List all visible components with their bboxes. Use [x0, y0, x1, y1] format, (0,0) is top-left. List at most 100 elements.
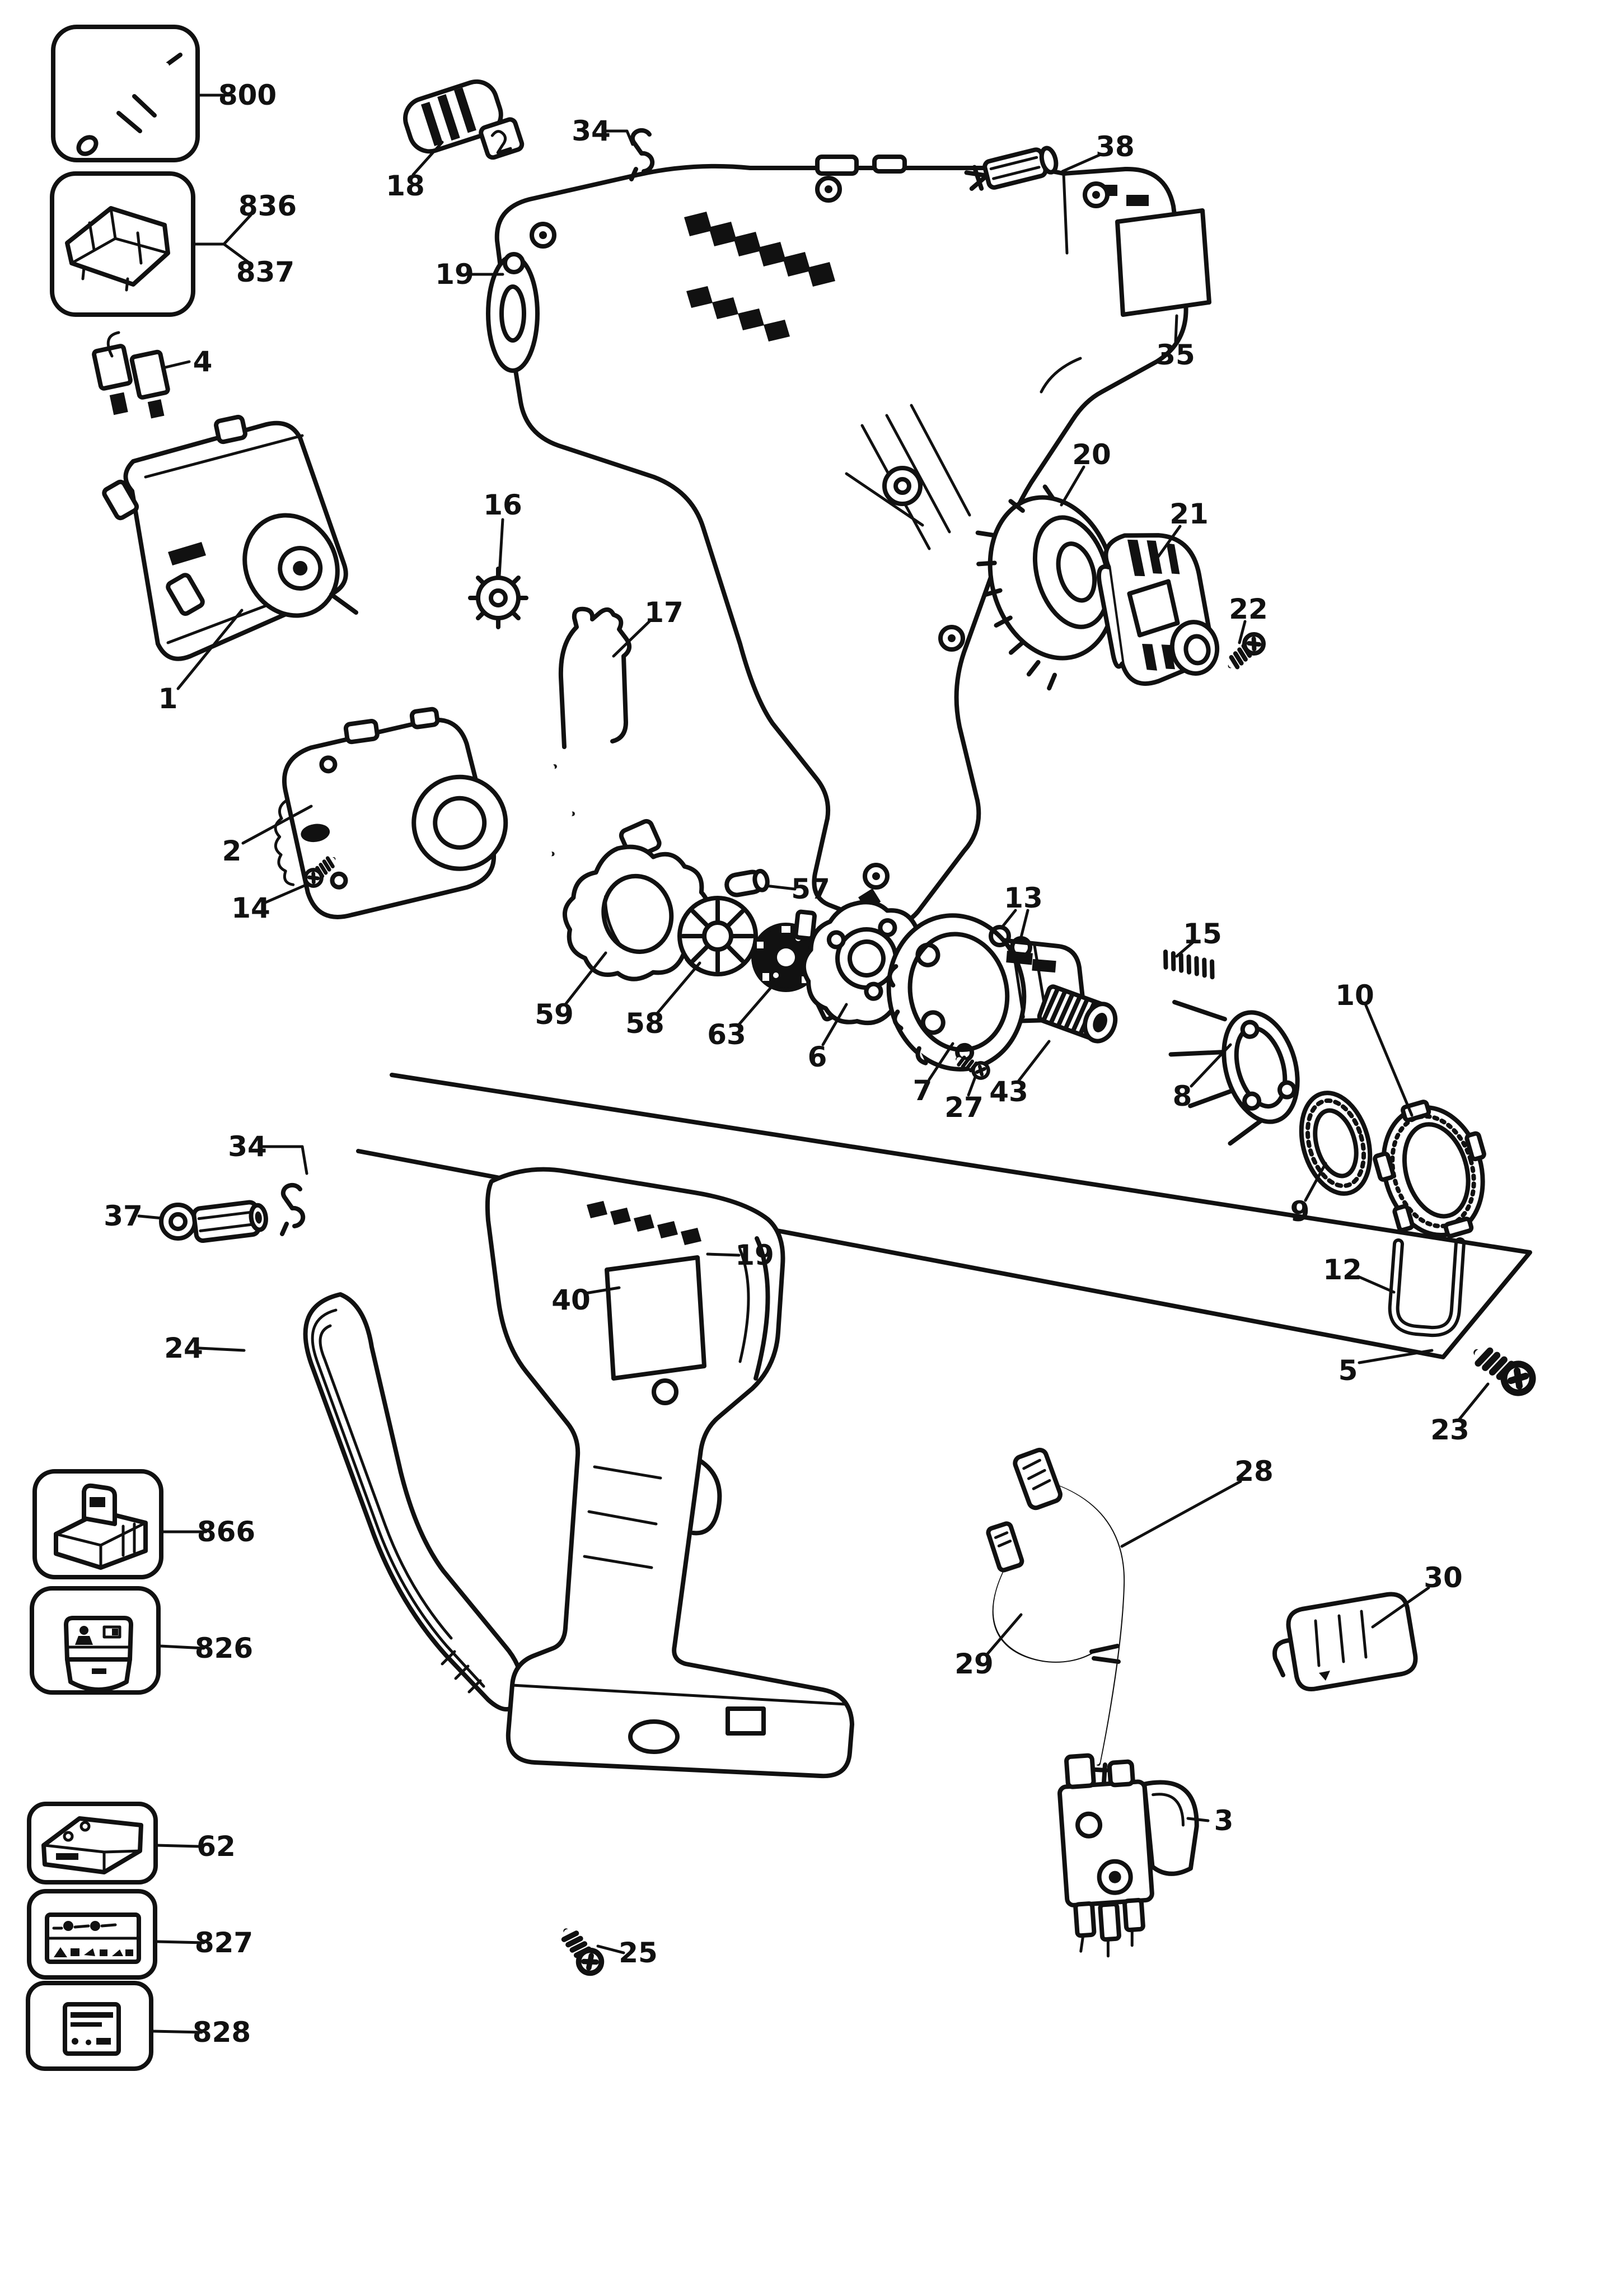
housing-half-upper-19	[486, 155, 1188, 928]
charger-box-62	[27, 1802, 158, 1884]
part-callout-7: 7	[913, 1074, 933, 1107]
leader-line-16	[498, 518, 504, 577]
part-callout-62: 62	[196, 1830, 236, 1863]
part-callout-30: 30	[1424, 1561, 1463, 1594]
part-callout-37: 37	[104, 1200, 143, 1232]
warning-label-box-826	[30, 1586, 161, 1695]
clutch-collar-20	[975, 484, 1117, 691]
part-callout-12: 12	[1323, 1254, 1362, 1286]
leader-line-6	[821, 1003, 848, 1046]
part-callout-25: 25	[619, 1937, 658, 1969]
leader-line-837	[222, 242, 251, 265]
part-callout-3: 3	[1214, 1804, 1234, 1837]
retaining-clip-34-top	[629, 128, 655, 181]
part-callout-10: 10	[1335, 979, 1374, 1012]
leader-line-1	[176, 609, 244, 690]
part-callout-16: 16	[483, 489, 522, 521]
part-callout-5: 5	[1338, 1354, 1358, 1387]
leader-line-19	[706, 1252, 741, 1257]
nameplate-label-35	[1115, 208, 1211, 317]
leader-line-8	[1190, 1043, 1232, 1088]
cam-plate-59	[562, 819, 712, 981]
screwdriver-bit-38	[964, 146, 1059, 191]
part-callout-826: 826	[195, 1632, 253, 1664]
rating-label-box-828	[26, 1981, 153, 2071]
part-callout-866: 866	[197, 1516, 255, 1548]
leader-line-5	[1358, 1349, 1434, 1364]
part-callout-837: 837	[236, 256, 294, 288]
leader-line-20	[1060, 465, 1085, 507]
retaining-clip-34-bottom	[280, 1182, 306, 1236]
part-callout-23: 23	[1430, 1414, 1469, 1446]
part-callout-19: 19	[435, 258, 474, 291]
part-callout-34: 34	[572, 115, 611, 147]
belt-hook-24	[303, 1292, 524, 1712]
leader-line-3	[1186, 1817, 1210, 1822]
housing-half-lower-19	[485, 1167, 854, 1779]
motor-pinion-16	[468, 567, 528, 629]
ratchet-ring-10	[1373, 1100, 1486, 1238]
leader-line-15	[1175, 941, 1194, 958]
pin-plate-8	[1168, 999, 1300, 1146]
leader-line-62	[155, 1844, 201, 1848]
battery-pack-box-866	[32, 1469, 163, 1579]
forward-reverse-button-18	[403, 79, 525, 160]
leader-line-24	[198, 1346, 246, 1352]
gearbox-assembly-2	[274, 707, 575, 919]
part-callout-6: 6	[808, 1041, 827, 1073]
part-callout-63: 63	[707, 1018, 746, 1051]
leader-line-34	[604, 129, 634, 146]
splined-gear-58	[677, 896, 758, 976]
clutch-group-boundary-5	[356, 1073, 1532, 1359]
toothed-washer-9	[1299, 1091, 1373, 1196]
switch-assembly-3	[1057, 1753, 1199, 1958]
part-callout-22: 22	[1229, 593, 1268, 625]
drive-pin-57	[724, 868, 770, 897]
leader-line-30	[1371, 1586, 1430, 1629]
leader-line-9	[1304, 1162, 1327, 1202]
lead-wire-28	[1013, 1447, 1125, 1802]
instruction-label-box-827	[27, 1889, 157, 1980]
part-callout-828: 828	[193, 2016, 251, 2049]
leader-line-17	[612, 620, 651, 658]
leader-line-14	[264, 883, 308, 904]
part-callout-21: 21	[1169, 498, 1209, 530]
part-callout-8: 8	[1173, 1080, 1192, 1112]
leader-line-22	[1238, 620, 1247, 644]
leader-line-58	[656, 961, 701, 1015]
brush-holder-4	[92, 331, 170, 419]
lead-wire-29	[986, 1521, 1121, 1664]
leader-line-10	[1364, 1004, 1414, 1117]
leader-line-40	[584, 1286, 621, 1295]
leader-line-826	[158, 1644, 205, 1650]
leader-line-27	[967, 1075, 977, 1097]
part-callout-35: 35	[1156, 339, 1195, 371]
wire-bail-17	[558, 606, 631, 749]
leader-line-7	[928, 1042, 954, 1081]
chuck-21	[1096, 533, 1220, 686]
leader-line-37	[137, 1214, 164, 1220]
leader-line-43	[1017, 1040, 1051, 1082]
part-callout-28: 28	[1234, 1455, 1274, 1488]
bracket-kit-box-836-837	[50, 171, 195, 317]
part-callout-24: 24	[164, 1332, 203, 1364]
part-callout-34: 34	[228, 1130, 267, 1163]
part-callout-27: 27	[944, 1091, 984, 1124]
leader-line-38	[1061, 153, 1102, 173]
leader-line-2	[241, 805, 313, 845]
leader-line-12	[1356, 1275, 1396, 1294]
service-tool-box-800	[51, 25, 200, 162]
leader-line-59	[564, 951, 607, 1006]
part-callout-29: 29	[954, 1648, 994, 1680]
leader-line-57	[764, 884, 797, 891]
part-callout-59: 59	[535, 998, 574, 1031]
planet-carrier-6	[793, 888, 930, 1026]
motor-1	[102, 414, 358, 661]
part-callout-15: 15	[1183, 918, 1222, 950]
part-callout-827: 827	[195, 1926, 253, 1959]
leader-line-827	[155, 1940, 205, 1944]
part-callout-836: 836	[238, 190, 297, 222]
part-callout-9: 9	[1290, 1195, 1310, 1228]
leader-line-13	[1019, 909, 1029, 939]
